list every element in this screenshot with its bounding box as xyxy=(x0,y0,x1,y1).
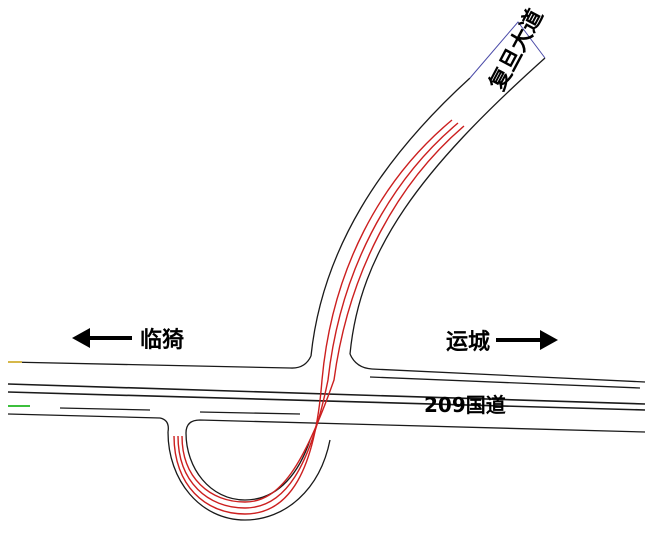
red-line-2 xyxy=(177,122,459,509)
label-highway-209: 209国道 xyxy=(424,393,506,417)
highway-inner-stub-northeast xyxy=(369,376,641,389)
ramp-red-markings xyxy=(173,119,465,515)
ramp-east-edge xyxy=(349,57,546,355)
arrow-east xyxy=(496,330,558,350)
arrow-east-head xyxy=(540,330,558,350)
red-line-1 xyxy=(173,119,453,515)
red-line-3 xyxy=(181,125,465,503)
highway-south-edge-east xyxy=(185,419,646,434)
highway-north-edge-east xyxy=(349,353,646,383)
loop-ramp-outer-edge xyxy=(167,431,331,521)
highway-inner-stub-west xyxy=(59,407,151,411)
ramp-top-edge xyxy=(469,21,546,79)
highway-lane-line-1 xyxy=(7,383,646,405)
highway-north-edge xyxy=(7,355,312,369)
highway-south-edge xyxy=(7,413,169,433)
west-edge-markers xyxy=(8,361,30,407)
fudan-avenue-ramp xyxy=(167,21,546,521)
arrow-west xyxy=(72,328,132,348)
loop-ramp-inner-edge xyxy=(185,432,311,501)
label-linyi: 临猗 xyxy=(140,327,184,353)
highway-209 xyxy=(7,353,646,434)
highway-inner-stub-east xyxy=(199,411,301,415)
arrow-west-head xyxy=(72,328,90,348)
label-yuncheng: 运城 xyxy=(446,329,490,355)
ramp-west-edge xyxy=(310,77,471,357)
